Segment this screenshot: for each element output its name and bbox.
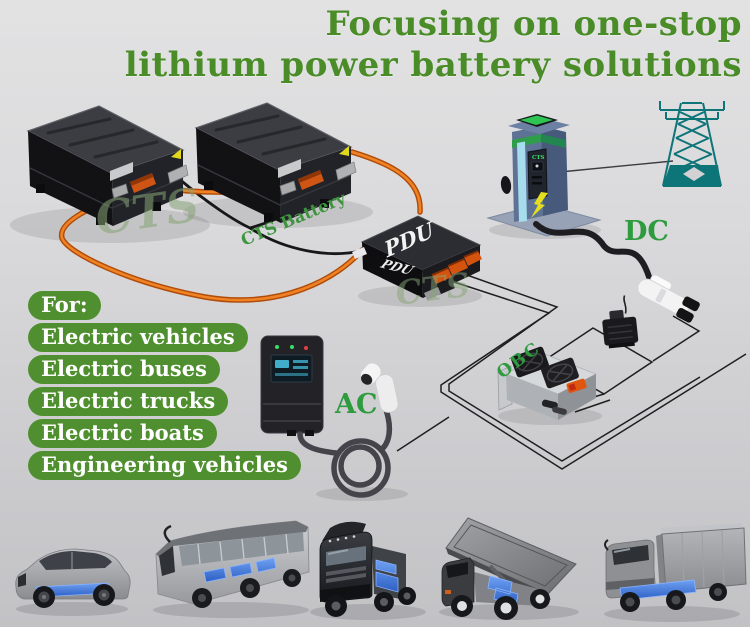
station-panel-label: CTS — [532, 155, 544, 161]
lightning-bolt-icon — [531, 192, 548, 218]
ac-led-green-2 — [290, 345, 294, 349]
title-line-2: lithium power battery solutions — [124, 45, 742, 85]
ac-gun-icon — [360, 362, 399, 413]
box-truck-battery — [619, 579, 697, 601]
application-pill-electric-vehicles: Electric vehicles — [28, 323, 248, 352]
ac-led-red — [304, 346, 308, 350]
pdu-unit: PDU PDU — [352, 215, 482, 300]
page-title: Focusing on one-stop lithium power batte… — [125, 4, 742, 86]
semi-batteries — [375, 559, 399, 593]
title-line-1: Focusing on one-stop — [325, 4, 742, 44]
obc-unit: OBC — [493, 338, 597, 420]
station-blue-stripe — [517, 141, 527, 222]
power-tower-icon — [659, 101, 725, 187]
box-truck-icon — [604, 523, 747, 622]
application-pill-electric-boats: Electric boats — [28, 419, 217, 448]
station-top-screen — [520, 115, 553, 125]
dc-gun-icon — [637, 274, 700, 323]
obc-fan-2 — [541, 357, 579, 389]
application-pill-electric-trucks: Electric trucks — [28, 387, 229, 416]
grid-power-line — [559, 160, 674, 173]
city-bus-icon — [153, 520, 310, 618]
application-list: For: Electric vehicles Electric buses El… — [28, 291, 301, 483]
dc-label: DC — [624, 216, 669, 247]
watermark-cts-center: CTS — [395, 265, 471, 313]
ac-led-green-1 — [275, 345, 279, 349]
semi-truck-icon — [310, 521, 426, 620]
station-control-panel: CTS — [527, 148, 548, 200]
for-header-pill: For: — [28, 291, 101, 320]
pdu-left-connector — [352, 247, 367, 259]
dump-truck-icon — [439, 517, 579, 620]
floor-circuit-lines — [396, 273, 747, 470]
obc-fan-1 — [511, 346, 549, 378]
dc-cable — [533, 221, 653, 283]
dc-charging-station: CTS — [486, 114, 602, 237]
obc-orange-connector — [566, 378, 587, 393]
application-pill-electric-buses: Electric buses — [28, 355, 220, 384]
application-pill-engineering-vehicles: Engineering vehicles — [28, 451, 301, 480]
ac-wallbox — [260, 335, 324, 436]
ac-label: AC — [334, 389, 377, 420]
pdu-orange-connectors — [424, 250, 482, 300]
suv-icon — [15, 548, 131, 616]
charge-socket — [602, 295, 639, 349]
station-holster — [500, 176, 512, 194]
bus-batteries — [203, 557, 277, 583]
